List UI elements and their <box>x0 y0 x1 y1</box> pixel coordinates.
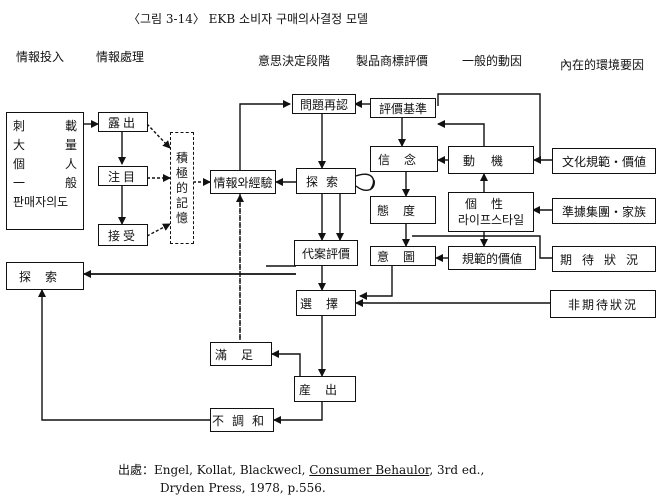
stimulus-r3b: 人 <box>64 157 77 171</box>
reference-box: 準據集團・家族 <box>552 198 656 224</box>
culture-box: 文化規範・價値 <box>552 148 656 174</box>
stimulus-r1b: 載 <box>64 119 77 133</box>
header-product-criteria: 製品商標評價 <box>356 54 429 68</box>
stimulus-r2b: 量 <box>64 138 77 152</box>
acceptance-box: 接受 <box>98 224 148 246</box>
memory-c4: 記 <box>175 195 188 210</box>
dissonance-box: 不調和 <box>210 408 274 432</box>
search-external-box: 探索 <box>6 262 84 290</box>
personality-line2: 라이프스타일 <box>457 213 525 227</box>
info-experience-box: 情報와經驗 <box>210 170 276 194</box>
personality-line1: 個性 <box>464 197 517 211</box>
stimulus-box: 刺 載 大 量 個 人 一 般 판매자의도 <box>6 112 84 230</box>
personality-box: 個性 라이프스타일 <box>448 192 534 232</box>
beliefs-box: 信念 <box>370 146 438 172</box>
stimulus-r1a: 刺 <box>13 119 26 133</box>
search-main-box: 探索 <box>296 168 356 194</box>
stimulus-r5: 판매자의도 <box>13 195 69 209</box>
exposure-box: 露出 <box>98 112 148 132</box>
unexpected-box: 非期待狀況 <box>550 290 656 318</box>
figure-title: 〈그림 3-14〉 EKB 소비자 구매의사결정 모델 <box>128 12 369 26</box>
stimulus-r3a: 個 <box>13 157 26 171</box>
header-info-processing: 情報處理 <box>96 50 145 64</box>
header-decision-stages: 意思決定段階 <box>258 54 331 68</box>
attention-box: 注目 <box>98 166 148 186</box>
memory-c1: 積 <box>175 150 188 165</box>
memory-c5: 憶 <box>175 210 188 225</box>
intention-box: 意圖 <box>370 246 436 266</box>
source-book: Consumer Behaulor <box>309 463 430 477</box>
header-internal-env: 內在的環境要因 <box>560 58 645 72</box>
memory-c3: 的 <box>175 180 188 195</box>
alt-eval-box: 代案評價 <box>294 240 358 266</box>
motive-box: 動機 <box>448 146 534 174</box>
normative-box: 規範的價値 <box>448 246 536 270</box>
header-info-input: 情報投入 <box>16 50 65 64</box>
memory-c2: 極 <box>175 165 188 180</box>
source-prefix: 出處：Engel, Kollat, Blackwecl, <box>118 463 310 477</box>
source-line2: Dryden Press, 1978, p.556. <box>160 481 326 495</box>
outcome-box: 産出 <box>294 376 356 402</box>
stimulus-r4b: 般 <box>64 176 77 190</box>
stimulus-r2a: 大 <box>13 138 26 152</box>
active-memory-box: 積 極 的 記 憶 <box>170 132 194 244</box>
attitude-box: 態度 <box>370 196 436 224</box>
problem-recognition-box: 問題再認 <box>292 94 356 114</box>
expected-box: 期待狀況 <box>552 246 656 272</box>
stimulus-r4a: 一 <box>13 176 26 190</box>
source-suffix: , 3rd ed., <box>429 463 485 477</box>
source-line1: 出處：Engel, Kollat, Blackwecl, Consumer Be… <box>118 461 484 478</box>
header-general-motives: 一般的動因 <box>462 54 523 68</box>
satisfaction-box: 滿足 <box>210 342 272 366</box>
eval-criteria-box: 評價基準 <box>370 98 436 118</box>
choice-box: 選擇 <box>296 290 356 316</box>
